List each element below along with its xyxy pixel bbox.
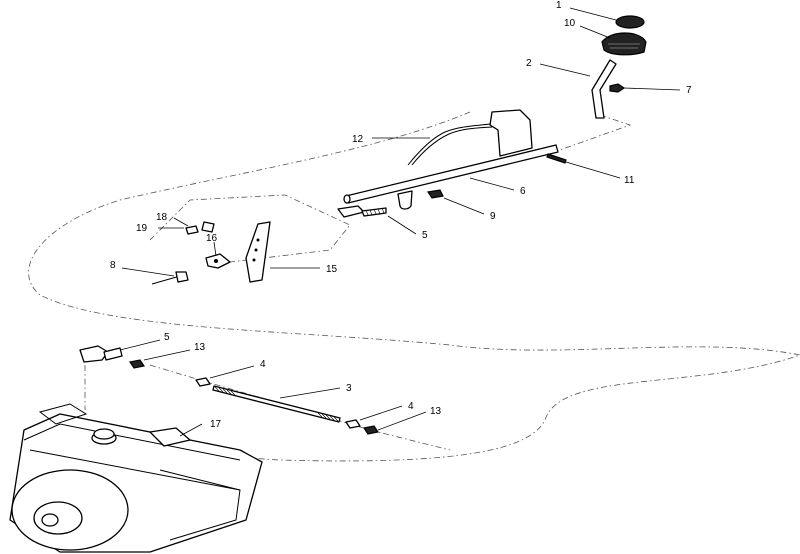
part-bushing-9 <box>426 189 444 199</box>
part-screw-8 <box>151 271 189 285</box>
part-bushing-4-lower <box>345 419 361 429</box>
part-rod-end-upper <box>337 205 387 218</box>
callout-5-upper: 5 <box>422 230 428 241</box>
part-nut-13-lower <box>363 425 379 435</box>
callout-6: 6 <box>520 186 526 197</box>
part-pin <box>546 153 567 164</box>
part-bracket-15 <box>245 221 271 283</box>
callout-4-lower: 4 <box>408 401 414 412</box>
part-cable <box>407 123 493 166</box>
callout-16: 16 <box>206 233 218 244</box>
part-engine-housing <box>9 403 263 553</box>
callout-15: 15 <box>326 264 338 275</box>
callout-13-lower: 13 <box>430 406 442 417</box>
assembly-outline <box>28 111 800 462</box>
callout-8: 8 <box>110 260 116 271</box>
part-rod-end-lower <box>79 345 123 363</box>
part-shift-rail <box>343 109 559 210</box>
part-bushing-4-upper <box>195 377 211 387</box>
callout-5-lower: 5 <box>164 332 170 343</box>
callout-12: 12 <box>352 134 364 145</box>
part-clip-18-19 <box>185 221 215 235</box>
part-knob <box>601 32 647 56</box>
callout-10: 10 <box>564 18 576 29</box>
callout-18: 18 <box>156 212 168 223</box>
part-lever-arm <box>591 59 617 119</box>
leader-lines <box>119 7 681 437</box>
callout-1: 1 <box>556 0 562 11</box>
callout-4-upper: 4 <box>260 359 266 370</box>
callout-9: 9 <box>490 211 496 222</box>
part-cap <box>615 15 645 29</box>
part-nut-13-upper <box>129 359 145 369</box>
part-threaded-rod <box>212 385 341 423</box>
callout-17: 17 <box>210 419 222 430</box>
callout-7: 7 <box>686 85 692 96</box>
part-clamp-16 <box>205 253 231 269</box>
callout-3: 3 <box>346 383 352 394</box>
callout-11: 11 <box>624 175 635 186</box>
callout-13-upper: 13 <box>194 342 206 353</box>
callout-19: 19 <box>136 223 148 234</box>
callout-2: 2 <box>526 58 532 69</box>
callout-labels: 1 10 2 7 12 11 6 9 5 15 18 19 16 8 5 13 … <box>110 0 692 430</box>
part-nut-7 <box>609 83 626 93</box>
